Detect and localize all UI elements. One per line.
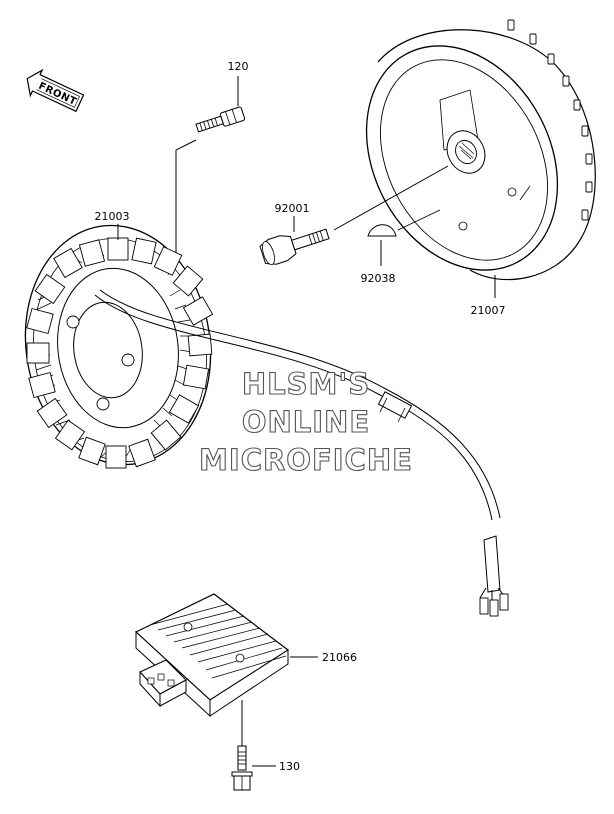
front-direction-arrow: FRONT [26, 68, 85, 113]
watermark-line-2: ONLINE [242, 405, 370, 439]
stator-pole-teeth [26, 237, 214, 469]
callout-92001: 92001 [275, 202, 310, 215]
bolt-92001[interactable] [259, 216, 332, 267]
bolt-130[interactable] [231, 745, 253, 791]
woodruff-key-92038[interactable] [367, 224, 397, 266]
watermark-line-3: MICROFICHE [199, 443, 413, 477]
watermark-line-1: HLSM'S [242, 367, 370, 401]
callout-120: 120 [228, 60, 249, 73]
regulator-rectifier[interactable] [134, 593, 290, 718]
stator-wire-harness[interactable] [94, 289, 509, 617]
callout-130: 130 [279, 760, 300, 773]
leader-92038-rotor [397, 209, 441, 231]
stator-assembly[interactable] [10, 213, 226, 476]
watermark: HLSM'S ONLINE MICROFICHE [199, 366, 413, 477]
leader-92001-rotor [333, 165, 449, 231]
rotor-pickup-lugs [507, 19, 593, 221]
callout-21007: 21007 [471, 304, 506, 317]
callout-21003: 21003 [95, 210, 130, 223]
callout-21066: 21066 [322, 651, 357, 664]
bolt-120[interactable] [195, 76, 246, 135]
callout-92038: 92038 [361, 272, 396, 285]
rotor-flywheel[interactable] [329, 12, 596, 303]
